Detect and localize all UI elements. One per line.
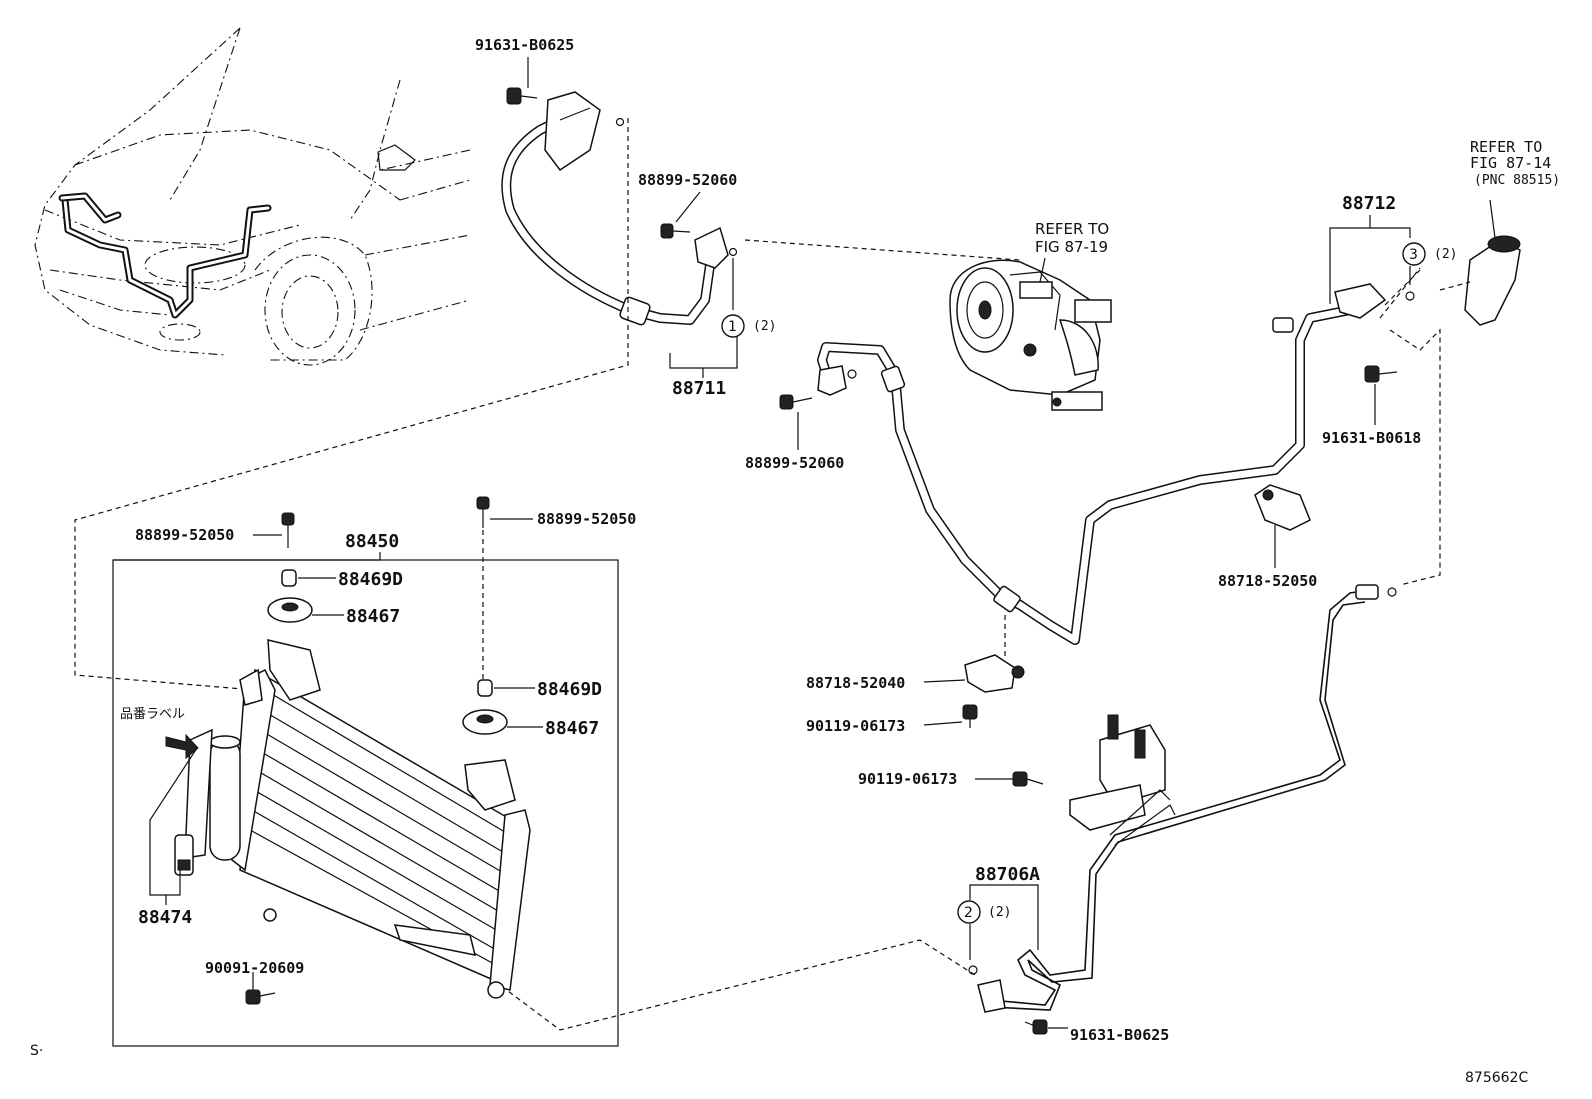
svg-text:(PNC 88515): (PNC 88515) bbox=[1474, 173, 1560, 188]
leader-88718-52040 bbox=[923, 679, 966, 683]
label-91631-b0625-bottom: 91631-B0625 bbox=[1070, 1026, 1169, 1044]
cushion-88467-b bbox=[462, 709, 508, 735]
bolt-91631-b0625-bottom bbox=[1024, 1019, 1048, 1035]
svg-text:(2): (2) bbox=[988, 905, 1011, 920]
oring-callout-2: 2 (2) bbox=[957, 900, 1011, 924]
dashed-link-condenser-liquid bbox=[479, 939, 976, 1031]
dashed-link-88711-compressor bbox=[744, 239, 1031, 331]
svg-text:FIG 87-14: FIG 87-14 bbox=[1470, 154, 1551, 172]
grommet-88469d-a bbox=[281, 569, 297, 587]
leader-88474 bbox=[149, 747, 198, 896]
dashed-link-upper-hose-condenser bbox=[74, 118, 629, 691]
label-91631-b0618: 91631-B0618 bbox=[1322, 429, 1421, 447]
bolt-90119-06173-b bbox=[1012, 771, 1044, 787]
part-number-label-note: 品番ラベル bbox=[120, 707, 185, 722]
label-88899-52050-a: 88899-52050 bbox=[135, 526, 234, 544]
bolt-88899-52060-a bbox=[660, 223, 691, 239]
bolt-88899-52050-a bbox=[281, 512, 295, 548]
label-90119-06173-a: 90119-06173 bbox=[806, 717, 905, 735]
label-90119-06173-b: 90119-06173 bbox=[858, 770, 957, 788]
oring-callout-3: 3 (2) bbox=[1402, 242, 1457, 266]
svg-text:1: 1 bbox=[728, 319, 737, 335]
label-88899-52050-b: 88899-52050 bbox=[537, 510, 636, 528]
liquid-tube bbox=[968, 584, 1397, 1013]
svg-text:3: 3 bbox=[1409, 247, 1418, 263]
leader-88450 bbox=[113, 552, 381, 561]
clamp-88718-52040 bbox=[964, 654, 1025, 693]
cushion-88467-a bbox=[267, 597, 313, 623]
oring-callout-1: 1 (2) bbox=[721, 314, 776, 338]
dashed-link-88712-clamp-b bbox=[1379, 267, 1421, 319]
bracket-88706a bbox=[969, 884, 1039, 950]
label-88718-52040: 88718-52040 bbox=[806, 674, 905, 692]
label-88706a: 88706A bbox=[975, 864, 1040, 885]
svg-text:(2): (2) bbox=[1434, 247, 1457, 262]
condenser-illustration bbox=[231, 639, 531, 999]
bolt-90119-06173-a bbox=[962, 704, 978, 728]
svg-text:FIG 87-19: FIG 87-19 bbox=[1035, 238, 1108, 256]
label-88469d-b: 88469D bbox=[537, 679, 602, 700]
label-88450: 88450 bbox=[345, 531, 399, 552]
label-88467-b: 88467 bbox=[545, 718, 599, 739]
label-88899-52060-b: 88899-52060 bbox=[745, 454, 844, 472]
label-88711: 88711 bbox=[672, 378, 726, 399]
label-88718-52050: 88718-52050 bbox=[1218, 572, 1317, 590]
svg-text:REFER TO: REFER TO bbox=[1035, 220, 1109, 238]
sensor-reference-note: REFER TO FIG 87-14 (PNC 88515) bbox=[1470, 138, 1560, 188]
valve-block-illustration bbox=[1069, 714, 1176, 846]
label-88712: 88712 bbox=[1342, 193, 1396, 214]
grommet-88469d-b bbox=[477, 679, 493, 697]
discharge-hose bbox=[817, 283, 1415, 645]
vehicle-outline-illustration bbox=[34, 27, 471, 366]
dashed-link-b0618 bbox=[1389, 328, 1441, 586]
corner-mark: S· bbox=[30, 1043, 43, 1059]
leader-88899-52060-a bbox=[675, 191, 701, 223]
pressure-sensor-illustration bbox=[1464, 199, 1521, 326]
svg-text:(2): (2) bbox=[753, 319, 776, 334]
label-88469d-a: 88469D bbox=[338, 569, 403, 590]
part-number-labels: 91631-B0625 88899-52060 88711 88899-5206… bbox=[135, 36, 1421, 1044]
plug-88474 bbox=[174, 834, 194, 876]
label-88474: 88474 bbox=[138, 907, 192, 928]
dashed-link-sensor bbox=[1439, 281, 1471, 291]
label-88899-52060-a: 88899-52060 bbox=[638, 171, 737, 189]
leader-90119-06173-a bbox=[923, 721, 963, 726]
svg-text:REFER TO: REFER TO bbox=[1470, 138, 1542, 156]
bolt-88899-52060-b bbox=[779, 394, 813, 410]
label-88467-a: 88467 bbox=[346, 606, 400, 627]
figure-id: 875662C bbox=[1465, 1070, 1528, 1086]
ac-compressor-illustration bbox=[949, 259, 1112, 411]
compressor-reference-note: REFER TO FIG 87-19 bbox=[1035, 220, 1109, 283]
receiver-dryer-illustration bbox=[209, 735, 241, 861]
clamp-88718-52050 bbox=[1254, 484, 1311, 531]
svg-text:2: 2 bbox=[964, 905, 973, 921]
label-plate-illustration bbox=[165, 728, 213, 859]
hose-88711 bbox=[501, 91, 738, 326]
bolt-91631-b0625-top bbox=[506, 87, 538, 105]
bolt-90091-20609 bbox=[245, 989, 276, 1005]
bolt-88899-52050-b bbox=[476, 496, 490, 528]
label-90091-20609: 90091-20609 bbox=[205, 959, 304, 977]
label-91631-b0625-top: 91631-B0625 bbox=[475, 36, 574, 54]
bolt-91631-b0618 bbox=[1364, 365, 1398, 383]
